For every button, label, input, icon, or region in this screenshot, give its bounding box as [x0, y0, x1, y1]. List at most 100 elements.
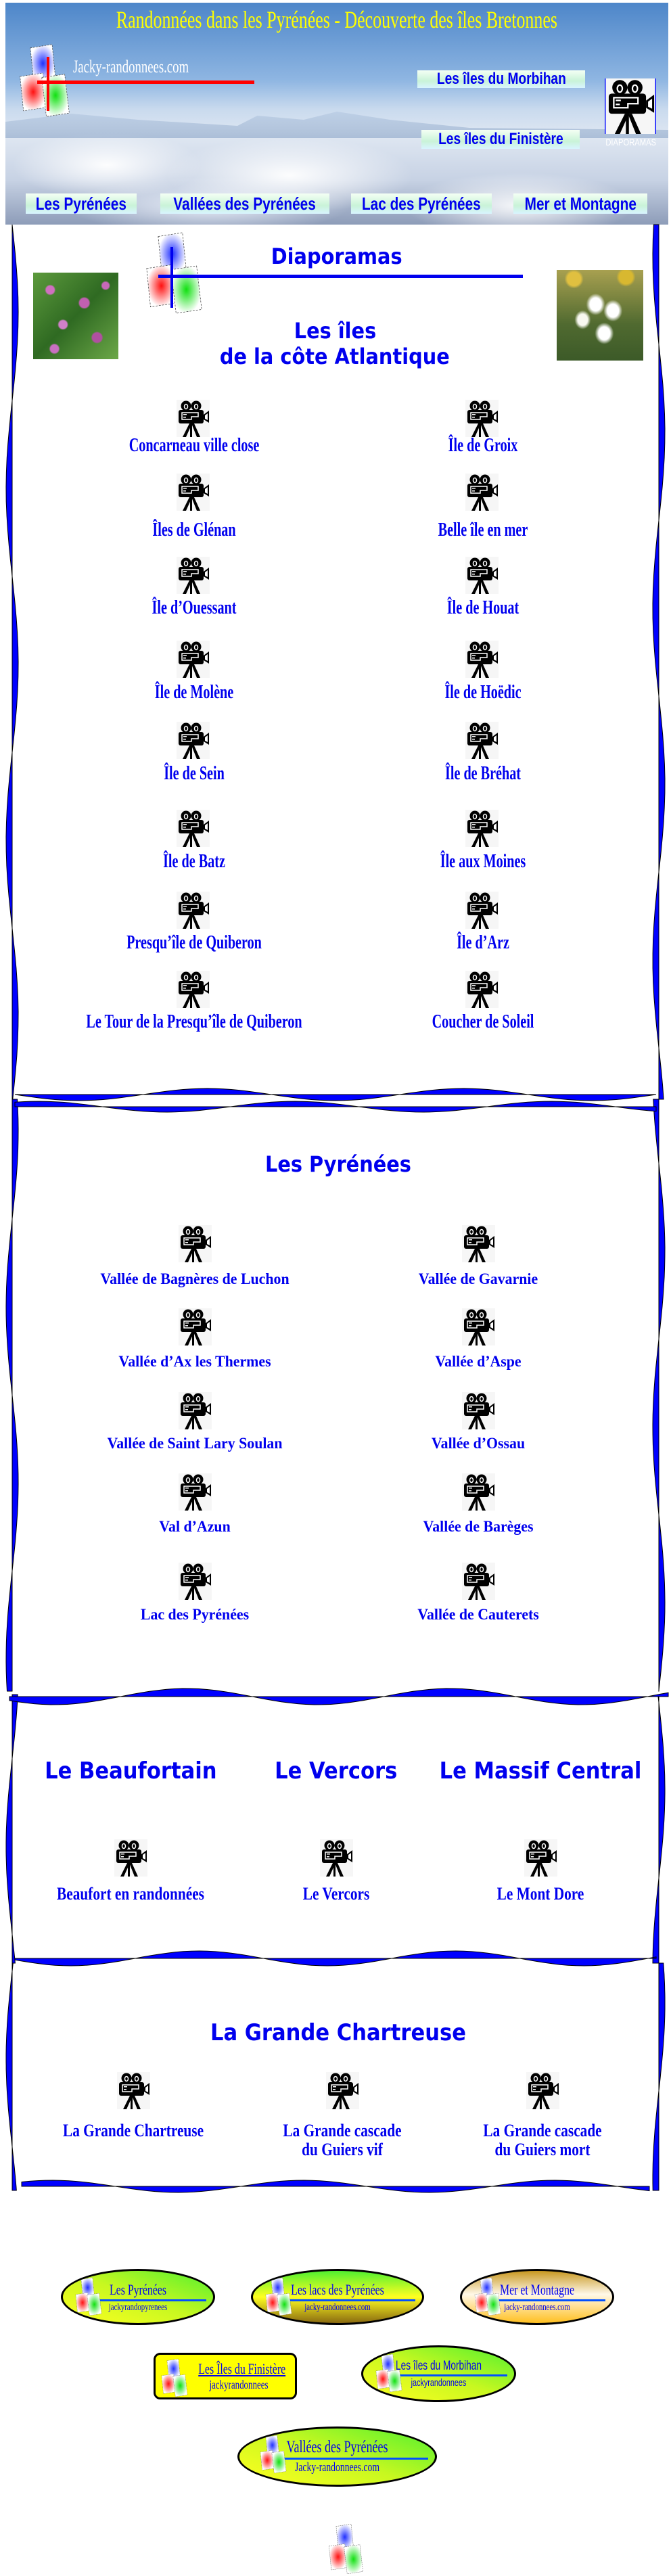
movie-camera-icon[interactable]: [177, 810, 210, 847]
movie-camera-icon[interactable]: [465, 400, 499, 437]
diaporama-link[interactable]: Îles de Glénan: [152, 520, 236, 540]
diaporama-link[interactable]: Île de Molène: [154, 682, 234, 703]
diaporama-link[interactable]: Coucher de Soleil: [432, 1011, 534, 1032]
footer-logo-icon: [319, 2523, 373, 2575]
link-line: du Guiers mort: [494, 2140, 591, 2159]
diaporama-link[interactable]: Le Vercors: [302, 1884, 370, 1904]
region-title: Le Massif Central: [439, 1757, 642, 1785]
movie-camera-icon[interactable]: [179, 1225, 212, 1262]
diaporama-link[interactable]: Île de Hoëdic: [444, 682, 522, 703]
movie-camera-icon[interactable]: [462, 1563, 495, 1600]
diaporama-link[interactable]: Vallée de Barèges: [423, 1518, 534, 1535]
iles-section-title: Les îles de la côte Atlantique: [166, 318, 504, 369]
movie-camera-icon[interactable]: [465, 557, 499, 594]
movie-camera-icon[interactable]: [177, 400, 210, 437]
movie-camera-icon[interactable]: [320, 1839, 353, 1877]
movie-camera-icon[interactable]: [326, 2072, 359, 2109]
movie-camera-icon[interactable]: [177, 971, 210, 1008]
movie-camera-icon[interactable]: [114, 1839, 147, 1877]
heading-underline: [158, 275, 523, 278]
diaporama-link[interactable]: Île de Sein: [164, 763, 225, 784]
diaporama-link[interactable]: Île de Bréhat: [445, 763, 521, 784]
link-iles-finistere[interactable]: Les îles du Finistère: [421, 130, 580, 149]
nav-vallees-pyrenees[interactable]: Vallées des Pyrénées: [160, 193, 329, 214]
movie-camera-icon: [605, 78, 656, 134]
movie-camera-icon[interactable]: [465, 971, 499, 1008]
movie-camera-icon[interactable]: [117, 2072, 150, 2109]
diaporamas-label: DIAPORAMAS: [605, 137, 657, 147]
site-title: Randonnées dans les Pyrénées - Découvert…: [116, 6, 558, 33]
movie-camera-icon[interactable]: [465, 641, 499, 678]
movie-camera-icon[interactable]: [179, 1392, 212, 1429]
diaporama-link[interactable]: Vallée de Gavarnie: [418, 1270, 538, 1287]
link-line: du Guiers vif: [302, 2140, 383, 2159]
diaporamas-button[interactable]: [605, 78, 656, 134]
diaporama-link[interactable]: Vallée de Bagnères de Luchon: [100, 1270, 290, 1287]
diaporama-link[interactable]: Lac des Pyrénées: [140, 1606, 250, 1623]
movie-camera-icon[interactable]: [465, 892, 499, 929]
link-iles-morbihan[interactable]: Les îles du Morbihan: [417, 70, 585, 88]
flower-photo-right: [557, 270, 643, 361]
diaporama-link[interactable]: Île de Houat: [446, 597, 519, 618]
diaporama-link[interactable]: Île aux Moines: [440, 851, 526, 872]
diaporama-link[interactable]: Concarneau ville close: [129, 435, 260, 456]
diaporama-link[interactable]: Vallée d’Ossau: [431, 1435, 526, 1452]
diaporama-link[interactable]: Vallée d’Ax les Thermes: [118, 1353, 271, 1370]
diaporama-link[interactable]: Le Mont Dore: [496, 1884, 584, 1904]
movie-camera-icon[interactable]: [177, 557, 210, 594]
diaporama-link[interactable]: Vallée de Saint Lary Soulan: [107, 1435, 283, 1452]
diaporama-link[interactable]: Île de Groix: [448, 435, 518, 456]
diaporama-link[interactable]: Île d’Arz: [457, 932, 509, 953]
movie-camera-icon[interactable]: [179, 1473, 212, 1511]
movie-camera-icon[interactable]: [179, 1563, 212, 1600]
diaporama-link[interactable]: Belle île en mer: [438, 520, 528, 540]
diaporamas-heading: Diaporamas: [271, 244, 402, 269]
link-line: La Grande Chartreuse: [62, 2121, 204, 2140]
movie-camera-icon[interactable]: [462, 1225, 495, 1262]
movie-camera-icon[interactable]: [465, 722, 499, 759]
movie-camera-icon[interactable]: [526, 2072, 559, 2109]
movie-camera-icon[interactable]: [179, 1308, 212, 1346]
diaporama-link[interactable]: Vallée d’Aspe: [435, 1353, 522, 1370]
movie-camera-icon[interactable]: [177, 474, 210, 511]
nav-les-pyrenees[interactable]: Les Pyrénées: [26, 193, 137, 214]
diaporamas-logo-icon: [135, 231, 213, 315]
movie-camera-icon[interactable]: [465, 810, 499, 847]
diaporama-link[interactable]: Beaufort en randonnées: [57, 1884, 204, 1904]
movie-camera-icon[interactable]: [462, 1473, 495, 1511]
movie-camera-icon[interactable]: [177, 641, 210, 678]
nav-lac-pyrenees[interactable]: Lac des Pyrénées: [351, 193, 492, 214]
link-line: La Grande cascade: [283, 2121, 402, 2140]
link-line: La Grande cascade: [483, 2121, 602, 2140]
movie-camera-icon[interactable]: [177, 722, 210, 759]
diaporama-link[interactable]: Île d’Ouessant: [152, 597, 237, 618]
diaporama-link[interactable]: La Grande Chartreuse: [63, 2121, 204, 2140]
diaporama-link[interactable]: Vallée de Cauterets: [417, 1606, 539, 1623]
region-title: Le Vercors: [275, 1757, 398, 1785]
title-line-1: Les îles: [294, 318, 376, 344]
movie-camera-icon[interactable]: [462, 1392, 495, 1429]
movie-camera-icon[interactable]: [465, 474, 499, 511]
pyrenees-section-title: Les Pyrénées: [265, 1151, 411, 1177]
diaporama-link[interactable]: Presqu’île de Quiberon: [126, 932, 262, 953]
movie-camera-icon[interactable]: [462, 1308, 495, 1346]
diaporama-link[interactable]: Le Tour de la Presqu’île de Quiberon: [86, 1011, 302, 1032]
movie-camera-icon[interactable]: [177, 892, 210, 929]
title-line-2: de la côte Atlantique: [220, 344, 450, 369]
nav-mer-montagne[interactable]: Mer et Montagne: [513, 193, 647, 214]
movie-camera-icon[interactable]: [524, 1839, 557, 1877]
site-name: Jacky-randonnees.com: [73, 57, 189, 76]
header-banner: Randonnées dans les Pyrénées - Découvert…: [5, 3, 668, 225]
logo-red-line: [37, 80, 254, 84]
diaporama-link[interactable]: Val d’Azun: [159, 1518, 231, 1535]
diaporama-link[interactable]: Île de Batz: [163, 851, 225, 872]
